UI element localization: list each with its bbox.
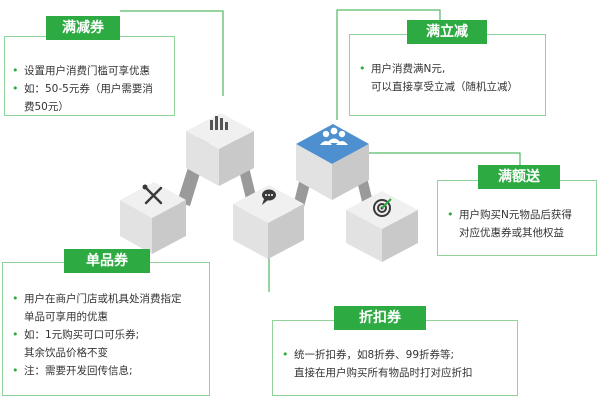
- card-manjian: [4, 36, 175, 116]
- badge-manlijian: 满立减: [407, 20, 487, 44]
- list-item: •用户购买N元物品后获得对应优惠券或其他权益: [447, 208, 572, 239]
- cube-chat: [233, 185, 304, 259]
- cube-tools: [120, 182, 186, 254]
- chart-icon: [210, 116, 228, 130]
- cube-chart: [186, 113, 254, 186]
- card-zhekou: [272, 320, 518, 396]
- list-item: •如：1元购买可口可乐券;其余饮品价格不变: [12, 328, 140, 359]
- chat-icon: [262, 189, 276, 205]
- cube-people: [296, 124, 369, 200]
- list-danpin: •用户在商户门店或机具处消费指定单品可享用的优惠 •如：1元购买可口可乐券;其余…: [10, 290, 182, 380]
- list-item: •统一折扣券，如8折券、99折券等;直接在用户购买所有物品时打对应折扣: [282, 348, 473, 379]
- badge-zhekou: 折扣券: [334, 306, 426, 330]
- list-manlijian: •用户消费满N元,可以直接享受立减（随机立减）: [357, 60, 518, 96]
- connector-manjian: [120, 10, 224, 96]
- list-item: •设置用户消费门槛可享优惠: [12, 64, 150, 77]
- list-item: •用户在商户门店或机具处消费指定单品可享用的优惠: [12, 292, 182, 323]
- badge-manesong: 满额送: [478, 165, 560, 189]
- badge-manjian: 满减券: [46, 16, 120, 40]
- list-item: •用户消费满N元,可以直接享受立减（随机立减）: [359, 62, 518, 93]
- people-icon: [320, 127, 348, 145]
- card-manesong: [437, 180, 597, 256]
- list-manesong: •用户购买N元物品后获得对应优惠券或其他权益: [445, 206, 572, 242]
- connector-manlijian: [336, 9, 441, 120]
- connector-manesong: [365, 152, 521, 165]
- tools-icon: [142, 184, 163, 205]
- card-danpin: [2, 262, 210, 396]
- list-item: •注：需要开发回传信息;: [12, 364, 133, 377]
- cube-target: [346, 191, 418, 262]
- list-manjian: •设置用户消费门槛可享优惠 •如：50-5元券（用户需要消费50元）: [10, 62, 153, 116]
- badge-danpin: 单品券: [64, 249, 150, 273]
- list-item: •如：50-5元券（用户需要消费50元）: [12, 82, 153, 113]
- list-zhekou: •统一折扣券，如8折券、99折券等;直接在用户购买所有物品时打对应折扣: [280, 346, 473, 382]
- target-icon: [373, 198, 392, 217]
